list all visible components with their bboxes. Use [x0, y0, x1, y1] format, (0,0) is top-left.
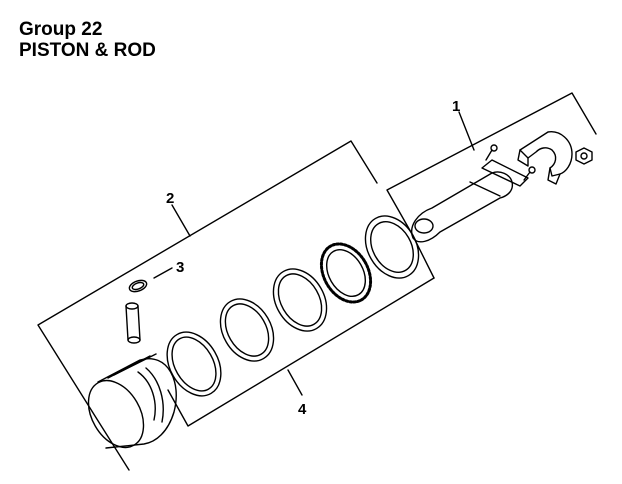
- ring-set-bracket: [167, 277, 435, 427]
- rod-nut-icon: [575, 147, 593, 165]
- leader-line-3: [153, 267, 173, 279]
- piston-pin-icon: [125, 302, 141, 344]
- oil-control-ring: [364, 215, 420, 279]
- leader-line-4: [287, 369, 303, 396]
- callout-4: 4: [298, 401, 307, 418]
- snap-ring-icon: [128, 279, 148, 293]
- callout-3: 3: [176, 259, 184, 276]
- page-title: PISTON & ROD: [19, 40, 156, 61]
- top-compression-ring: [219, 298, 275, 362]
- lower-ring: [166, 331, 222, 397]
- leader-line-2: [171, 204, 191, 237]
- rod-cap-icon: [517, 131, 573, 185]
- callout-1: 1: [452, 98, 460, 115]
- piston-ring-set-icon: [166, 215, 420, 397]
- piston-assembly-icon: [87, 353, 177, 449]
- callout-2: 2: [166, 190, 174, 207]
- second-compression-ring: [272, 268, 328, 332]
- connecting-rod-assembly-icon: [411, 144, 536, 243]
- group-label: Group 22: [19, 19, 103, 40]
- ring-expander: [319, 242, 373, 304]
- diagram-heading: Group 22 PISTON & ROD: [19, 19, 156, 61]
- leader-line-1: [458, 111, 475, 151]
